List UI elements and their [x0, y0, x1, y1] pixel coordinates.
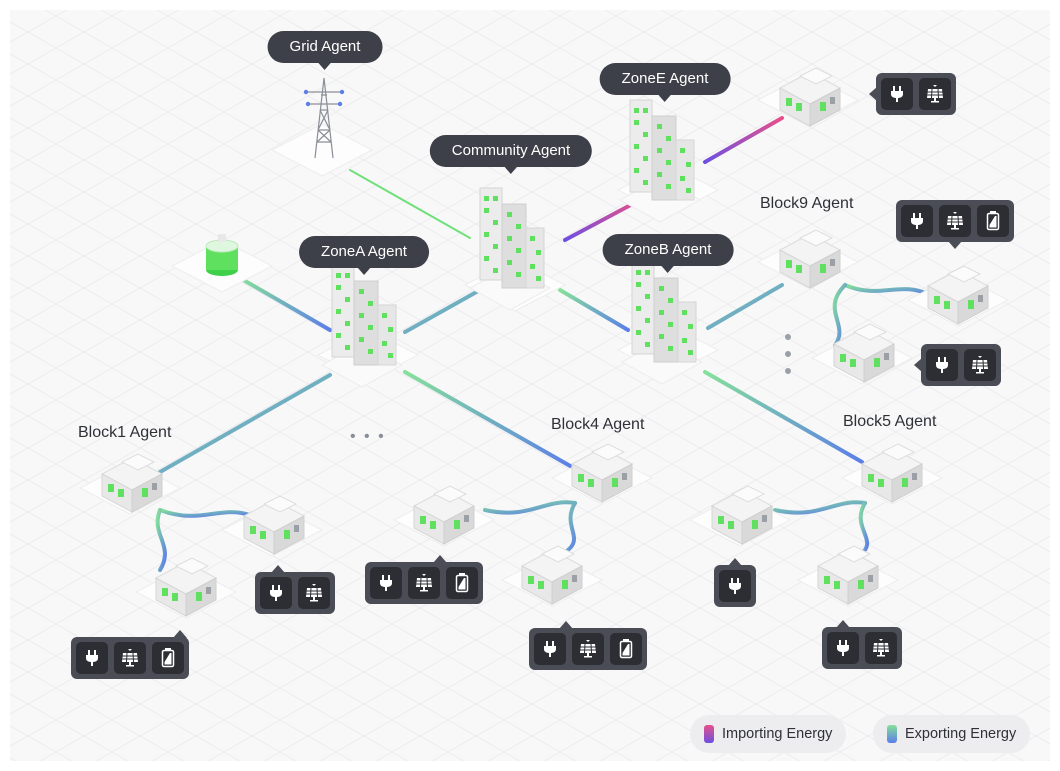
plug-icon — [827, 632, 859, 664]
battery-icon — [446, 567, 478, 599]
exporting-swatch — [887, 725, 897, 743]
block9-agent-label: Block9 Agent — [760, 195, 854, 212]
legend-importing-label: Importing Energy — [722, 726, 833, 742]
zone-b-to-block5-line — [703, 370, 864, 464]
legend-importing-energy: Importing Energy — [690, 715, 847, 753]
block4-house-devices-panel — [365, 555, 483, 604]
community-to-zone-a-line — [403, 288, 482, 334]
block5-wire-2 — [858, 501, 870, 557]
zone-e-agent-label: ZoneE Agent — [599, 63, 731, 102]
block1-house-devices-panel — [255, 565, 335, 614]
solar-panel-icon — [572, 633, 604, 665]
importing-swatch — [704, 725, 714, 743]
plug-icon — [370, 567, 402, 599]
community-to-zone-b-line — [558, 288, 630, 332]
zone-a-to-block4-line — [403, 370, 574, 469]
zone-a-to-block1-line — [158, 373, 332, 474]
plug-icon — [719, 570, 751, 602]
block5-devices-panel — [822, 620, 902, 669]
block9-devices-panel — [896, 200, 1014, 249]
block1-wire-2 — [155, 508, 167, 572]
battery-storage-icon — [171, 234, 273, 293]
solar-panel-icon — [408, 567, 440, 599]
battery-icon — [977, 205, 1009, 237]
zone-b-agent-label: ZoneB Agent — [602, 234, 734, 273]
plug-icon — [901, 205, 933, 237]
plug-icon — [260, 577, 292, 609]
community-agent-label: Community Agent — [429, 135, 593, 174]
zone-e-to-house-line — [703, 116, 784, 164]
block9-house-devices-panel — [914, 344, 1001, 386]
solar-panel-icon — [939, 205, 971, 237]
solar-panel-icon — [865, 632, 897, 664]
block4-agent-label: Block4 Agent — [551, 416, 645, 433]
plug-icon — [881, 78, 913, 110]
block5-agent-label: Block5 Agent — [843, 413, 937, 430]
zone-a-agent-label: ZoneA Agent — [299, 236, 429, 275]
plug-icon — [76, 642, 108, 674]
battery-icon — [610, 633, 642, 665]
block5-house-devices-panel — [714, 558, 756, 607]
block9-wire-2 — [832, 283, 847, 347]
block9-wire — [843, 283, 932, 297]
block1-agent-label: Block1 Agent — [78, 424, 172, 441]
house-devices-panel — [869, 73, 956, 115]
block4-wire — [483, 500, 577, 515]
block1-wire — [158, 508, 252, 518]
block5-wire — [773, 500, 867, 515]
solar-panel-icon — [919, 78, 951, 110]
community-to-zone-e-line — [563, 198, 642, 242]
more-zones-ellipsis: • • • — [350, 428, 386, 445]
grid-to-community-line — [349, 169, 471, 239]
more-houses-indicator — [785, 334, 791, 374]
battery-icon — [152, 642, 184, 674]
solar-panel-icon — [298, 577, 330, 609]
legend-exporting-energy: Exporting Energy — [873, 715, 1031, 753]
plug-icon — [534, 633, 566, 665]
zone-b-to-block9-line — [706, 283, 784, 330]
plug-icon — [926, 349, 958, 381]
solar-panel-icon — [964, 349, 996, 381]
legend-exporting-label: Exporting Energy — [905, 726, 1017, 742]
grid-agent-label: Grid Agent — [267, 31, 383, 70]
grid-tower-icon — [271, 77, 373, 177]
solar-panel-icon — [114, 642, 146, 674]
block4-devices-panel — [529, 621, 647, 670]
block1-devices-panel — [71, 630, 189, 679]
battery-to-zone-a-line — [238, 276, 332, 332]
